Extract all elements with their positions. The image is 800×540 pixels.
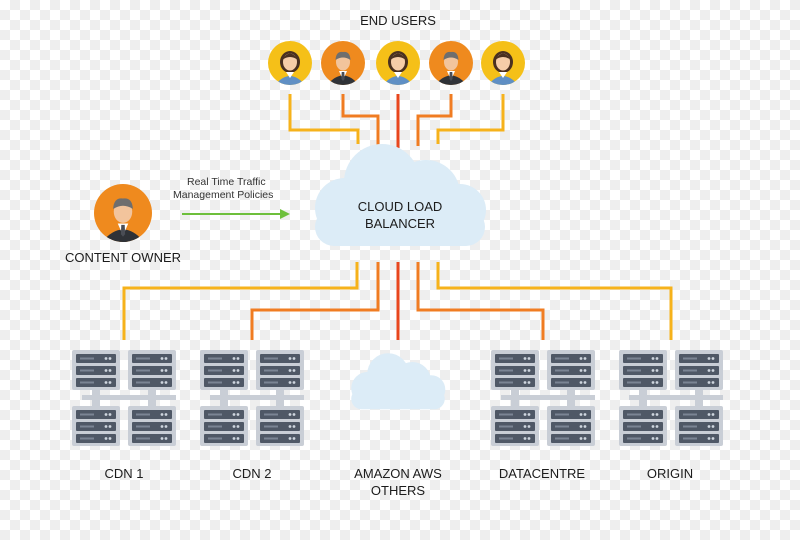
cdn-2-server-rack-unit-bottom-left [200,406,248,446]
origin-server-rack [629,390,723,408]
end-user-4-man-avatar-icon [429,41,473,85]
datacentre-server-rack-unit-top-right [547,350,595,390]
origin-server-rack-unit-top-right [675,350,723,390]
datacentre-server-rack [501,390,595,408]
cdn-1-server-rack [82,390,176,408]
user-link-5 [436,94,505,144]
datacentre-server-rack-unit-bottom-right [547,406,595,446]
destination-label-amazon-aws: AMAZON AWS [354,466,442,481]
cdn-2-server-rack [210,390,304,408]
destination-label-cdn-1: CDN 1 [104,466,144,481]
destination-label-others: OTHERS [370,483,426,498]
end-user-2-man-avatar-icon [321,41,365,85]
server-racks-layer [72,350,723,446]
cdn-2-server-rack-unit-top-right [256,350,304,390]
user-link-4 [416,94,453,146]
cdn-2-server-rack-unit-bottom-right [256,406,304,446]
load-balancer-label-line-2: BALANCER [364,216,436,231]
cdn-1-server-rack-unit-bottom-left [72,406,120,446]
datacentre-server-rack-unit-bottom-left [491,406,539,446]
user-link-2 [341,94,380,146]
destination-label-datacentre: DATACENTRE [498,466,586,481]
load-balancer-cloud-icon [315,144,486,246]
end-user-1-woman-avatar-icon [268,41,312,85]
policy-arrow-head-icon [280,209,290,219]
policy-label-line-2: Management Policies [173,189,274,201]
destination-label-cdn-2: CDN 2 [232,466,272,481]
content-owner-man-avatar-icon [94,184,152,242]
cdn-2-server-rack-unit-top-left [200,350,248,390]
content-owner-label: CONTENT OWNER [64,250,182,265]
clouds-layer [315,144,486,410]
cdn-1-server-rack-unit-top-left [72,350,120,390]
load-balancer-label-line-1: CLOUD LOAD [357,199,443,214]
end-user-3-woman-avatar-icon [376,41,420,85]
origin-server-rack-unit-bottom-left [619,406,667,446]
avatars-layer [94,41,525,242]
cdn-1-server-rack-unit-top-right [128,350,176,390]
connector-lines [122,94,673,340]
datacentre-server-rack-unit-top-left [491,350,539,390]
destination-label-origin: ORIGIN [646,466,694,481]
destination-link-1 [122,262,359,340]
destination-link-4 [416,262,545,340]
end-user-5-woman-avatar-icon [481,41,525,85]
policy-label-line-1: Real Time Traffic [187,176,266,188]
destination-link-5 [436,262,673,340]
destination-link-2 [250,262,380,340]
user-link-1 [288,94,360,144]
origin-server-rack-unit-top-left [619,350,667,390]
origin-server-rack-unit-bottom-right [675,406,723,446]
policy-arrow [182,209,290,219]
amazon-aws-cloud-icon [351,353,446,410]
end-users-title: END USERS [360,13,436,28]
cdn-1-server-rack-unit-bottom-right [128,406,176,446]
